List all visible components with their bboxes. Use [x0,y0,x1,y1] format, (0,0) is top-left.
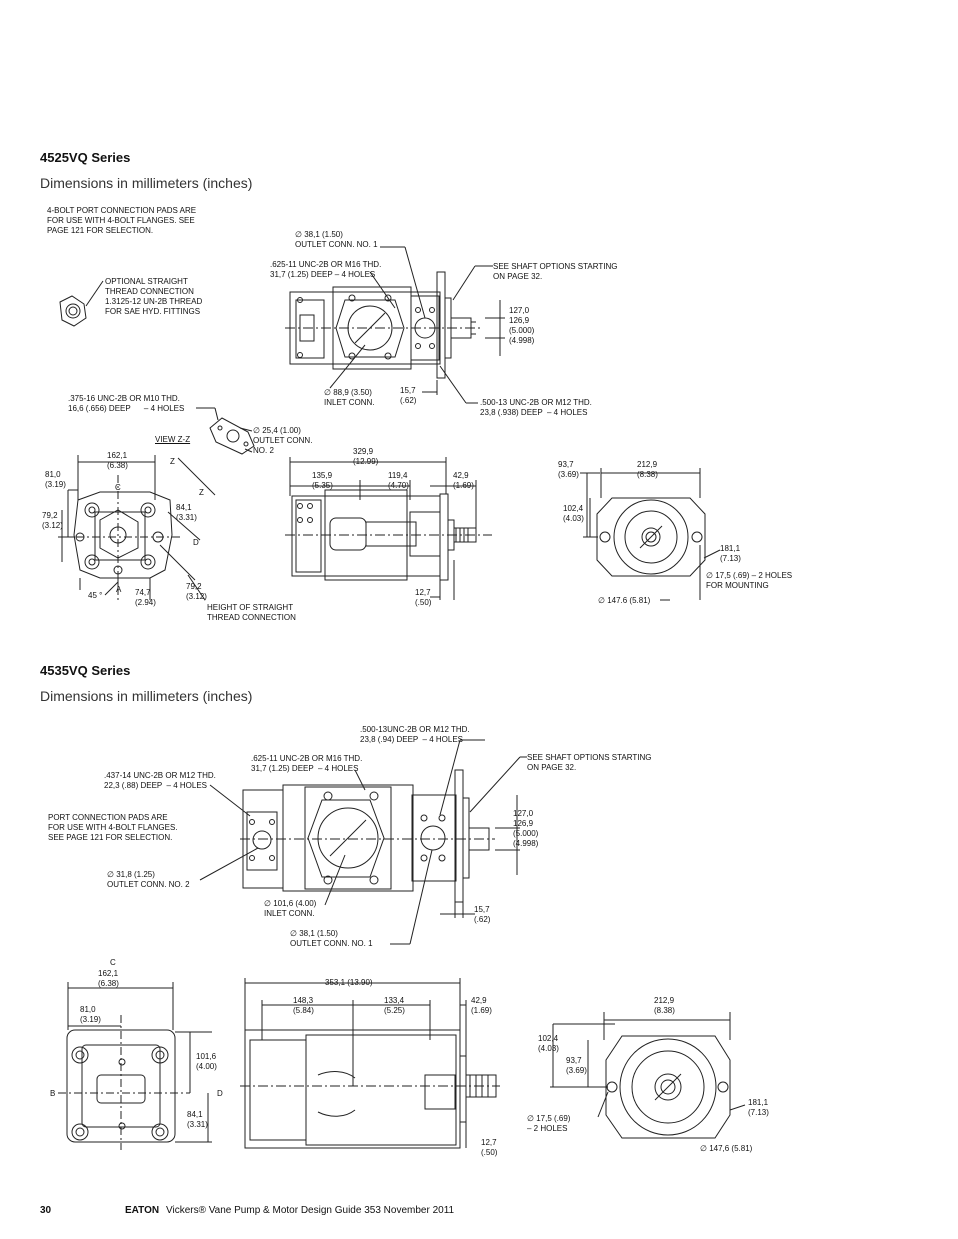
dim-148-3: 148,3 (5.84) [293,996,314,1015]
note-port-pads: PORT CONNECTION PADS ARE FOR USE WITH 4-… [48,813,178,842]
note-thread-625-s2: .625-11 UNC-2B OR M16 THD. 31,7 (1.25) D… [251,754,363,773]
dim-81-0: 81,0 (3.19) [45,470,66,489]
dim-74-7: 74,7 (2.94) [135,588,156,607]
dim-84-1: 84,1 (3.31) [176,503,197,522]
dim-12-7: 12,7 (.50) [415,588,432,607]
note-shaft-options: SEE SHAFT OPTIONS STARTING ON PAGE 32. [493,262,618,281]
page-number: 30 [40,1205,52,1216]
note-optional-thread: OPTIONAL STRAIGHT THREAD CONNECTION 1.31… [105,277,203,316]
rear-view-4525 [580,468,720,600]
top-view-4535 [240,978,500,1148]
dim-102-4: 102,4 (4.03) [563,504,584,523]
side-view-4525 [285,247,505,403]
straight-thread-fitting-icon [60,281,103,326]
dim-181-1: 181,1 (7.13) [720,544,741,563]
note-mounting-holes: ∅ 17,5 (.69) – 2 HOLES FOR MOUNTING [706,571,793,590]
dim-81-0-s2: 81,0 (3.19) [80,1005,101,1024]
label-c-s2: C [110,958,116,967]
guide-title: Vickers® Vane Pump & Motor Design Guide … [166,1205,455,1216]
note-shaft-options-s2: SEE SHAFT OPTIONS STARTING ON PAGE 32. [527,753,652,772]
dim-147-6-s2: ∅ 147,6 (5.81) [700,1144,753,1153]
front-view-4535 [58,982,212,1150]
dim-shaft-diameter: 127,0 126,9 (5.000) (4.998) [509,306,535,345]
series-title-4535vq: 4535VQ Series [40,663,131,678]
series-title-4525vq: 4525VQ Series [40,150,131,165]
dim-101-6: 101,6 (4.00) [196,1052,217,1071]
note-four-bolt-pads: 4-BOLT PORT CONNECTION PADS ARE FOR USE … [47,206,197,235]
dim-42-9-s2: 42,9 (1.69) [471,996,492,1015]
label-45-deg: 45 ° [88,591,103,600]
dim-shaft-diameter-s2: 127,0 126,9 (5.000) (4.998) [513,809,539,848]
note-outlet-conn-1: ∅ 38,1 (1.50) OUTLET CONN. NO. 1 [295,230,378,249]
label-b: B [50,1089,56,1098]
flange-view-zz [196,408,254,454]
dim-181-1-s2: 181,1 (7.13) [748,1098,769,1117]
front-view-4525 [58,455,215,600]
dim-212-9-s2: 212,9 (8.38) [654,996,675,1015]
note-height-straight-thread: HEIGHT OF STRAIGHT THREAD CONNECTION [207,603,296,622]
dim-15-7: 15,7 (.62) [400,386,417,405]
rear-view-4535 [550,1012,745,1138]
note-inlet-conn-s2: ∅ 101,6 (4.00) INLET CONN. [264,899,317,918]
dim-133-4: 133,4 (5.25) [384,996,405,1015]
label-z-bottom: Z [199,488,204,497]
note-thread-500-s2: .500-13UNC-2B OR M12 THD. 23,8 (.94) DEE… [360,725,470,744]
note-thread-500: .500-13 UNC-2B OR M12 THD. 23,8 (.938) D… [480,398,592,417]
dim-12-7-s2: 12,7 (.50) [481,1138,498,1157]
label-d-s2: D [217,1089,223,1098]
note-outlet-conn-2: ∅ 25,4 (1.00) OUTLET CONN. NO. 2 [253,426,313,455]
note-inlet-conn: ∅ 88,9 (3.50) INLET CONN. [324,388,375,407]
brand-name: EATON [125,1205,160,1216]
label-z-top: Z [170,457,175,466]
dim-79-2: 79,2 (3.12) [42,511,63,530]
top-view-4525 [285,457,492,600]
dim-162-1: 162,1 (6.38) [107,451,128,470]
dimensions-subtitle: Dimensions in millimeters (inches) [40,175,253,191]
note-thread-437: .437-14 UNC-2B OR M12 THD. 22,3 (.88) DE… [104,771,216,790]
note-mounting-holes-s2: ∅ 17,5 (.69) – 2 HOLES [527,1114,571,1133]
dimensions-subtitle-2: Dimensions in millimeters (inches) [40,688,253,704]
dim-79-2-b: 79,2 (3.12) [186,582,207,601]
side-view-4535 [200,740,527,944]
dim-84-1-s2: 84,1 (3.31) [187,1110,208,1129]
dim-147-6: ∅ 147.6 (5.81) [598,596,651,605]
label-view-zz: VIEW Z-Z [155,435,191,444]
dim-162-1-s2: 162,1 (6.38) [98,969,119,988]
dim-102-4-s2: 102,4 (4.03) [538,1034,559,1053]
note-outlet-conn-2-s2: ∅ 31,8 (1.25) OUTLET CONN. NO. 2 [107,870,190,889]
note-outlet-conn-1-s2: ∅ 38,1 (1.50) OUTLET CONN. NO. 1 [290,929,373,948]
dim-15-7-s2: 15,7 (.62) [474,905,491,924]
label-d: D [193,538,199,547]
note-thread-625: .625-11 UNC-2B OR M16 THD. 31,7 (1.25) D… [270,260,382,279]
dim-93-7-s2: 93,7 (3.69) [566,1056,587,1075]
dim-93-7: 93,7 (3.69) [558,460,579,479]
dim-212-9: 212,9 (8.38) [637,460,658,479]
label-a: A [116,585,122,594]
note-thread-375: .375-16 UNC-2B OR M10 THD. 16,6 (.656) D… [68,394,185,413]
